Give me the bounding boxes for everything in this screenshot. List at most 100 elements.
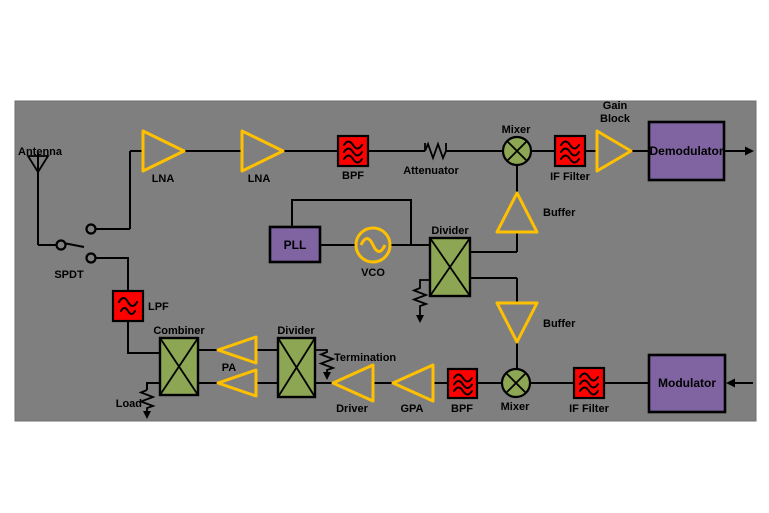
attenuator-symbol: Attenuator [403,141,460,177]
tx-bpf-filter: BPF [446,367,479,415]
ground-arrow-icon [143,411,151,419]
termination-resistor-icon [315,349,336,373]
gpa-label: GPA [400,403,423,415]
mixer-x-icon [506,140,528,162]
filter-wave-icon [118,297,138,315]
spdt-label: SPDT [54,269,84,281]
vco-label: VCO [361,267,385,279]
spdt-switch: SPDT [54,223,97,281]
diagram-background [14,100,757,422]
combiner-block: Combiner [153,325,205,397]
lpf-label: LPF [148,301,169,313]
combiner-label: Combiner [153,325,205,337]
lo-divider-label: Divider [431,225,469,237]
amplifier-icon [141,129,186,173]
rx-buffer-amplifier: Buffer [495,191,576,234]
tx-buffer-label: Buffer [543,318,576,330]
amplifier-icon [240,129,285,173]
gain-block-label-line2: Block [600,113,631,125]
filter-wave-icon [560,140,580,164]
amplifier-icon [595,129,633,173]
spdt-throw1-node [85,223,97,235]
combiner-x-icon [159,337,199,396]
amplifier-icon [495,301,539,344]
driver-label: Driver [336,403,369,415]
sine-wave-icon [359,237,387,253]
pll-label: PLL [284,238,307,252]
pa-amplifiers: PA [216,335,258,398]
demodulator-box [647,120,726,182]
ground-arrow-icon [416,315,424,323]
rx-if-filter-label: IF Filter [550,171,590,183]
load-resistor-icon [138,389,156,412]
attenuator-label: Attenuator [403,165,459,177]
rx-if-filter: IF Filter [550,134,591,183]
tx-if-filter-label: IF Filter [569,403,609,415]
tx-divider-label: Divider [277,325,315,337]
pll-block: PLL [268,225,322,264]
rx-bpf-filter: BPF [336,134,370,182]
lna1-label: LNA [152,173,175,185]
termination-resistor-icon [411,279,430,316]
amplifier-icon [391,363,435,403]
lna2-label: LNA [248,173,271,185]
input-arrow-icon [726,378,735,388]
tx-mixer-label: Mixer [501,401,530,413]
pa-label: PA [222,362,237,374]
wire [96,257,129,291]
vco-oscillator: VCO [354,226,392,279]
amplifier-icon [216,335,258,365]
gain-block-amplifier: Gain Block [595,100,633,173]
tx-buffer-amplifier: Buffer [495,301,576,344]
demodulator-block: Demodulator [647,120,754,182]
spdt-common-node [55,239,67,251]
antenna-label: Antenna [18,146,63,158]
divider-x-icon [277,337,316,398]
rx-mixer: Mixer [502,124,533,167]
rx-bpf-label: BPF [342,170,364,182]
filter-wave-icon [343,140,363,164]
amplifier-icon [331,363,375,403]
rx-mixer-label: Mixer [502,124,531,136]
tx-mixer: Mixer [501,367,532,413]
oscillator-icon [354,226,392,264]
lna1-amplifier: LNA [141,129,186,185]
rx-buffer-label: Buffer [543,207,576,219]
pll-box [268,225,322,264]
filter-wave-icon [579,372,599,396]
driver-amplifier: Driver [331,363,375,415]
termination-label: Termination [334,352,396,364]
demodulator-label: Demodulator [649,144,723,158]
amplifier-icon [495,191,539,234]
spdt-throw2-node [85,252,97,264]
antenna-icon [26,155,50,174]
gain-block-label-line1: Gain [603,100,628,112]
pll-feedback-wire [291,199,412,245]
antenna-symbol: Antenna [18,146,63,174]
lo-divider: Divider [411,225,472,323]
wires [37,150,649,390]
modulator-label: Modulator [658,376,716,390]
load-label: Load [116,398,142,410]
attenuator-zigzag-icon [424,141,447,161]
gpa-amplifier: GPA [391,363,435,415]
lna2-amplifier: LNA [240,129,285,185]
wire [146,382,160,390]
divider-x-icon [429,237,471,297]
lpf-filter: LPF [111,289,169,323]
tx-bpf-label: BPF [451,403,473,415]
tx-divider: Divider Termination [276,325,396,399]
amplifier-icon [216,368,258,398]
ground-arrow-icon [323,372,331,380]
wire [127,321,160,354]
output-arrow-icon [745,146,754,156]
mixer-x-icon [505,372,527,394]
modulator-block: Modulator [647,353,753,414]
filter-wave-icon [453,373,473,396]
spdt-arm [65,242,85,248]
modulator-box [647,353,727,414]
tx-if-filter: IF Filter [569,366,610,415]
lowpass-filter-icon [111,289,145,323]
